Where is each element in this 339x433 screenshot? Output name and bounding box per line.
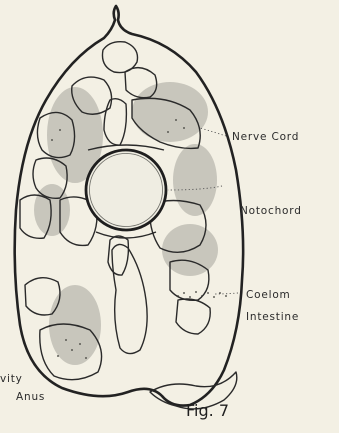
label-intestine: Intestine [246, 311, 299, 323]
label-nerve-cord: Nerve Cord [232, 131, 299, 143]
label-coelom: Coelom [246, 289, 291, 301]
figure-caption: Fig. 7 [186, 401, 229, 420]
label-notochord: Notochord [240, 205, 302, 217]
label-anus: Anus [16, 391, 45, 403]
label-cavity-partial: vity [0, 373, 23, 385]
